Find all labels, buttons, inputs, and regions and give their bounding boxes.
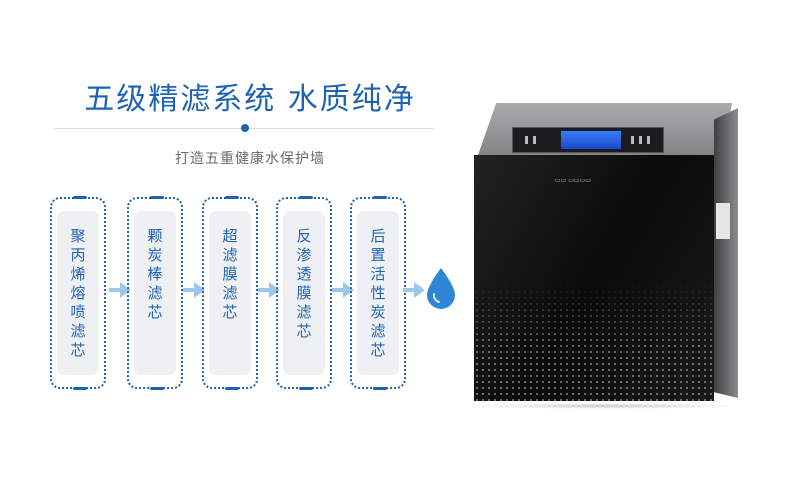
- dot-pattern: [474, 283, 714, 401]
- water-drop-icon: [427, 268, 455, 309]
- page-subtitle: 打造五重健康水保护墙: [175, 151, 325, 167]
- water-purifier-image: ▭▭ ▭▭▭▭: [470, 103, 740, 409]
- filter-stage-3: 超滤膜滤芯: [202, 196, 258, 390]
- arrow-right-icon: [403, 282, 425, 298]
- control-panel: [512, 127, 664, 153]
- side-label: [716, 203, 730, 239]
- display-screen: [561, 131, 621, 149]
- filter-stage-label: 颗炭棒滤芯: [147, 227, 163, 321]
- filter-stage-label: 超滤膜滤芯: [222, 227, 238, 321]
- page-title: 五级精滤系统 水质纯净: [84, 82, 416, 117]
- arrow-right-icon: [183, 282, 205, 298]
- divider-dot: [241, 124, 249, 132]
- filter-stage-4: 反渗透膜滤芯: [276, 196, 332, 390]
- arrow-right-icon: [332, 282, 354, 298]
- arrow-right-icon: [109, 282, 131, 298]
- filter-stage-label: 后置活性炭滤芯: [370, 227, 386, 359]
- filter-stage-2: 颗炭棒滤芯: [127, 196, 183, 390]
- filter-stage-label: 反渗透膜滤芯: [296, 227, 312, 340]
- filter-stage-5: 后置活性炭滤芯: [350, 196, 406, 390]
- arrow-right-icon: [258, 282, 280, 298]
- filter-stage-1: 聚丙烯熔喷滤芯: [50, 196, 106, 390]
- brand-logo: ▭▭ ▭▭▭▭: [555, 177, 591, 184]
- filter-stage-label: 聚丙烯熔喷滤芯: [70, 227, 86, 359]
